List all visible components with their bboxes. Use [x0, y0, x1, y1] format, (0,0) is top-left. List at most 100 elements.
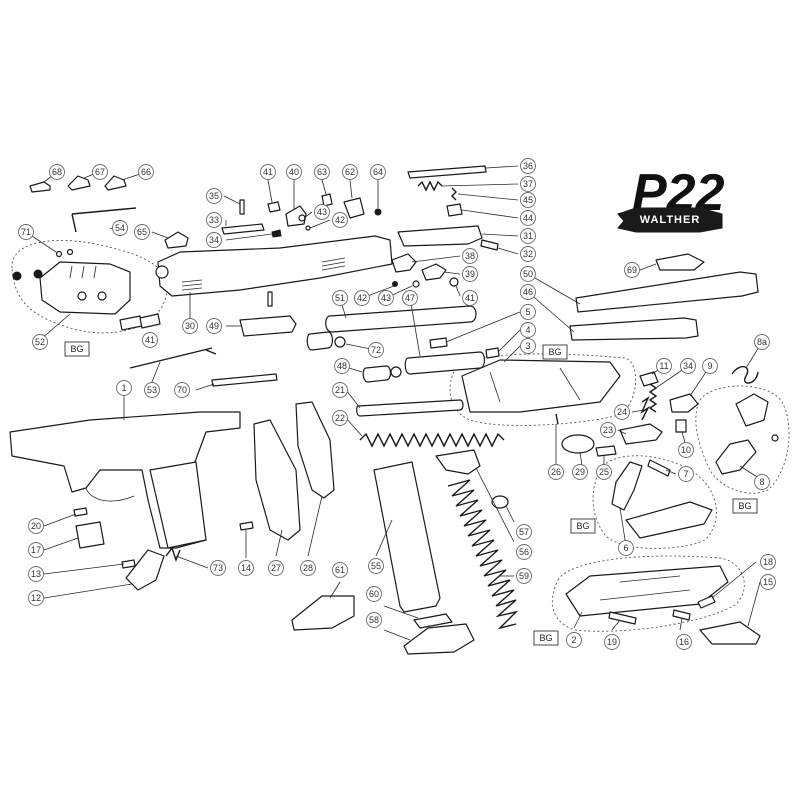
callout: 54 [112, 220, 128, 236]
svg-text:50: 50 [523, 269, 533, 279]
svg-text:BG: BG [548, 347, 561, 357]
callout: 1 [116, 380, 132, 396]
leader-39 [443, 271, 461, 275]
svg-text:55: 55 [371, 561, 381, 571]
leader-31 [481, 233, 519, 237]
callout: 13 [28, 566, 44, 582]
svg-text:28: 28 [303, 563, 313, 573]
leader-lines [25, 165, 763, 641]
callout: 72 [368, 342, 384, 358]
callout: 65 [134, 224, 150, 240]
svg-text:33: 33 [209, 215, 219, 225]
part-3-slide-insert [461, 359, 621, 413]
callout: 42 [354, 290, 370, 306]
svg-text:57: 57 [519, 527, 529, 537]
part-49-takedown [239, 315, 297, 337]
svg-text:35: 35 [209, 191, 219, 201]
part-59-magazine-spring [447, 479, 519, 630]
callout: 30 [182, 318, 198, 334]
part-43-spring-top [298, 214, 306, 222]
part-20-pin [73, 507, 88, 517]
part-28-grip-panel [295, 401, 335, 499]
svg-text:41: 41 [465, 293, 475, 303]
logo-walther-text: WALTHER [640, 214, 701, 226]
part-29-shape [561, 434, 595, 454]
svg-text:15: 15 [763, 577, 773, 587]
callout: 31 [520, 228, 536, 244]
part-8-lever [735, 393, 769, 427]
part-66-shape [104, 175, 127, 191]
leader-73 [175, 555, 209, 569]
svg-text:64: 64 [373, 167, 383, 177]
svg-text:17: 17 [31, 545, 41, 555]
leader-56 [475, 467, 515, 543]
part-32-pin [480, 239, 499, 251]
part-shapes [9, 165, 779, 655]
callout: 8 [754, 474, 770, 490]
leader-57 [505, 505, 515, 523]
callout: 37 [520, 176, 536, 192]
part-50-barrel [575, 271, 759, 313]
callout: 73 [210, 560, 226, 576]
part-53-hex-key [129, 347, 217, 369]
leader-34a [225, 233, 273, 241]
group-label-bg: BG [732, 498, 758, 514]
part-27-grip-panel [253, 419, 301, 541]
part-1-frame [9, 411, 241, 549]
leader-50 [527, 273, 581, 305]
svg-text:1: 1 [121, 383, 126, 393]
part-12-lever [125, 549, 165, 591]
part-25-shape [595, 445, 617, 457]
leader-43a [303, 211, 313, 219]
leader-19 [611, 619, 621, 631]
callout: 67 [92, 164, 108, 180]
callout: 56 [516, 544, 532, 560]
part-5-screw [429, 337, 448, 349]
part-4-screw [485, 347, 500, 359]
svg-text:16: 16 [679, 637, 689, 647]
svg-text:8: 8 [759, 477, 764, 487]
svg-text:32: 32 [523, 249, 533, 259]
leader-58 [383, 629, 411, 641]
part-3-slide-detail [489, 367, 581, 403]
part-2-insert-detail [599, 575, 691, 601]
callout: 61 [332, 562, 348, 578]
part-43-spring-mid [412, 280, 420, 288]
part-21-rod [356, 399, 464, 417]
leader-4 [497, 329, 521, 353]
logo-banner-ribbon [617, 207, 723, 233]
svg-text:34: 34 [683, 361, 693, 371]
svg-text:5: 5 [525, 307, 530, 317]
callout: 23 [600, 422, 616, 438]
svg-text:19: 19 [607, 637, 617, 647]
svg-text:36: 36 [523, 161, 533, 171]
callout: 48 [334, 358, 350, 374]
svg-text:42: 42 [357, 293, 367, 303]
callout: 20 [28, 518, 44, 534]
svg-text:BG: BG [738, 501, 751, 511]
part-10-shape [675, 419, 687, 433]
callout: 25 [596, 464, 612, 480]
part-55-magazine [373, 461, 441, 613]
leader-12 [43, 583, 133, 599]
part-15-lever [699, 621, 761, 645]
leader-65 [151, 231, 169, 239]
callout: 14 [238, 560, 254, 576]
callout: 19 [604, 634, 620, 650]
leader-17 [43, 537, 79, 551]
leader-35 [223, 195, 241, 205]
callout: 69 [624, 262, 640, 278]
part-41-screw-top [267, 201, 281, 213]
svg-text:10: 10 [681, 445, 691, 455]
callout: 39 [462, 266, 478, 282]
part-63-screw [321, 193, 333, 207]
svg-text:70: 70 [177, 385, 187, 395]
svg-text:63: 63 [317, 167, 327, 177]
svg-text:56: 56 [519, 547, 529, 557]
svg-text:38: 38 [465, 251, 475, 261]
leader-15 [747, 581, 761, 627]
part-46-barrel [569, 317, 699, 341]
part-56-follower [435, 449, 481, 475]
part-52-hole-a [77, 291, 87, 301]
